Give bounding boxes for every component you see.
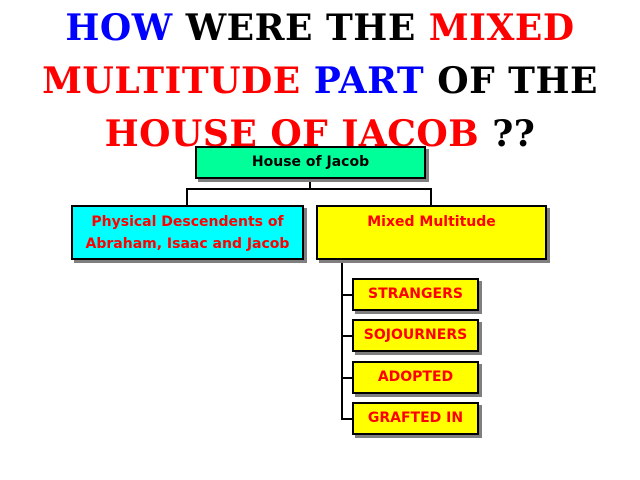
title-word-mixed: MIXED — [428, 7, 575, 49]
node-strangers: STRANGERS — [352, 278, 479, 311]
title-word-part: PART — [300, 60, 425, 102]
title-word-how: HOW — [65, 7, 173, 49]
node-physical-descendents-line-2: Abraham, Isaac and Jacob — [85, 236, 290, 252]
node-mixed-multitude: Mixed Multitude — [316, 205, 547, 260]
title-line-1: HOW WERE THE MIXED — [0, 2, 640, 55]
title-question-marks: ?? — [479, 113, 536, 155]
node-sojourners-label: SOJOURNERS — [363, 327, 468, 343]
node-adopted-label: ADOPTED — [377, 369, 454, 385]
node-house-of-jacob: House of Jacob — [195, 146, 426, 179]
node-house-of-jacob-label: House of Jacob — [251, 154, 370, 170]
node-strangers-label: STRANGERS — [368, 286, 463, 302]
node-grafted-in-label: GRAFTED IN — [367, 410, 464, 426]
node-physical-descendents: Physical Descendents of Abraham, Isaac a… — [71, 205, 304, 260]
node-sojourners: SOJOURNERS — [352, 319, 479, 352]
page-title: HOW WERE THE MIXED MULTITUDE PART OF THE… — [0, 2, 640, 161]
title-word-multitude: MULTITUDE — [42, 60, 301, 102]
title-words-of-the: OF THE — [424, 60, 598, 102]
title-words-were-the: WERE THE — [172, 7, 429, 49]
node-adopted: ADOPTED — [352, 361, 479, 394]
title-line-2: MULTITUDE PART OF THE — [0, 55, 640, 108]
node-grafted-in: GRAFTED IN — [352, 402, 479, 435]
node-mixed-multitude-label: Mixed Multitude — [367, 214, 496, 230]
node-physical-descendents-line-1: Physical Descendents of — [91, 214, 284, 230]
